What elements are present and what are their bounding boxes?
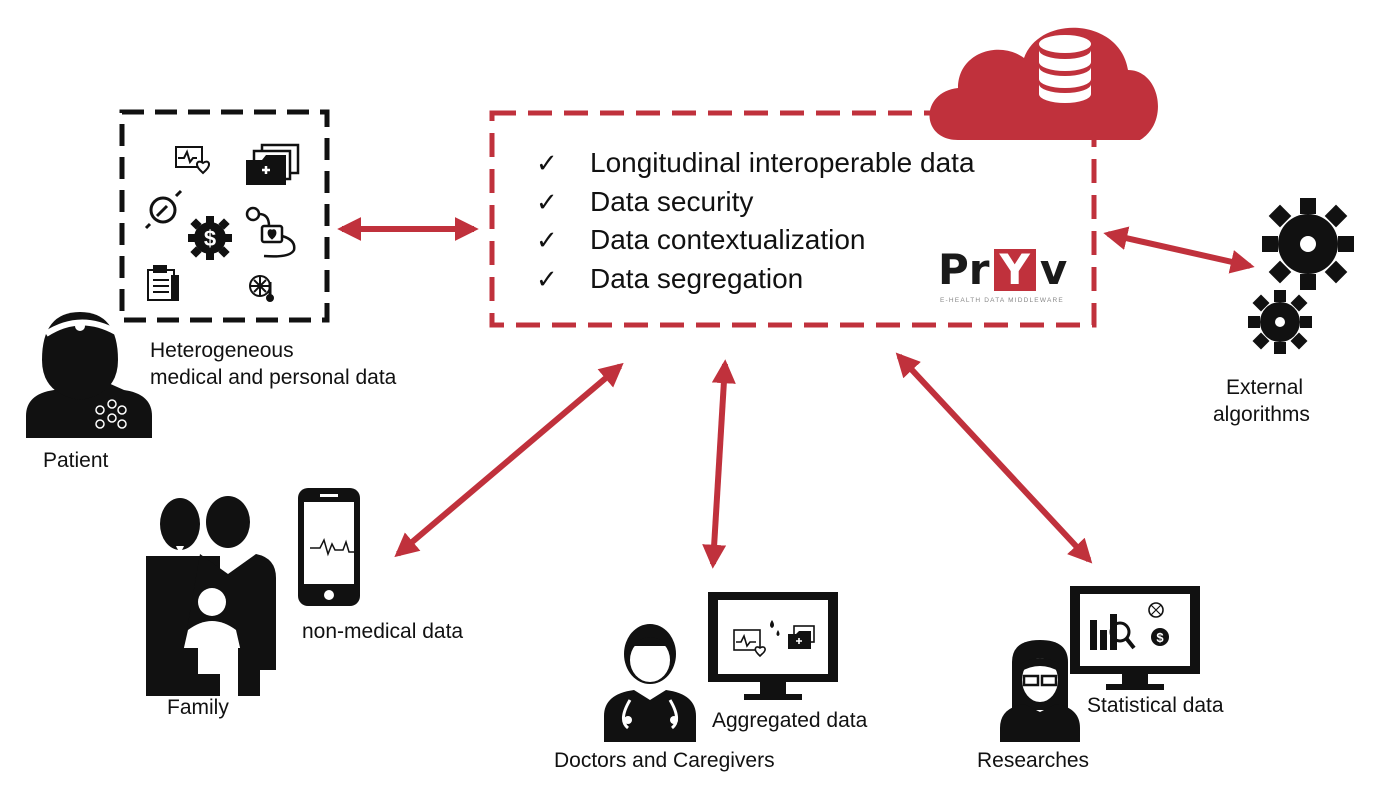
smartphone-icon (298, 488, 360, 606)
label-non-medical: non-medical data (302, 620, 464, 643)
check-icon: ✓ (536, 263, 558, 294)
cloud-database-icon (929, 27, 1158, 140)
label-external: External (1226, 376, 1304, 399)
data-sources-box (119, 109, 330, 323)
medical-folders-icon (246, 143, 300, 185)
arrow-platform-family (394, 362, 624, 558)
svg-text:$: $ (204, 226, 216, 251)
feature-item: ✓ Data segregation (536, 260, 975, 299)
gear-dollar-icon: $ (188, 216, 232, 260)
platform-box (489, 110, 1097, 328)
clipboard-icon (147, 265, 179, 301)
logo-accent: Y (993, 249, 1036, 291)
blood-pressure-icon (245, 206, 296, 258)
patient-icon (26, 312, 152, 438)
feature-label: Data segregation (590, 262, 804, 294)
doctor-icon (604, 624, 696, 742)
feature-label: Longitudinal interoperable data (590, 147, 975, 178)
researcher-icon (1000, 640, 1080, 742)
dna-thermometer-icon (249, 275, 274, 302)
label-aggregated: Aggregated data (712, 709, 868, 732)
label-doctors: Doctors and Caregivers (554, 749, 775, 772)
label-medical-personal: medical and personal data (150, 366, 397, 389)
weight-scale-icon (144, 189, 183, 230)
feature-label: Data security (590, 185, 754, 217)
feature-label: Data contextualization (590, 224, 866, 255)
feature-item: ✓ Data contextualization (536, 221, 975, 260)
aggregated-data-monitor-icon (708, 592, 838, 700)
feature-item: ✓ Data security (536, 183, 975, 222)
arrow-platform-doctors (702, 359, 736, 569)
label-researches: Researches (977, 749, 1090, 772)
logo-part: v (1039, 245, 1068, 294)
check-icon: ✓ (536, 148, 558, 178)
check-icon: ✓ (536, 186, 558, 217)
logo-part: Pr (938, 245, 990, 294)
check-icon: ✓ (536, 225, 558, 255)
family-icon (146, 496, 276, 696)
arrow-platform-algorithms (1103, 226, 1255, 274)
label-patient: Patient (43, 449, 109, 472)
label-algorithms: algorithms (1213, 403, 1310, 426)
label-statistical: Statistical data (1087, 694, 1224, 717)
arrow-platform-researchers (895, 352, 1093, 564)
label-family: Family (167, 696, 229, 719)
gears-icon (1248, 198, 1354, 354)
svg-text:$: $ (1156, 630, 1164, 645)
label-heterogeneous: Heterogeneous (150, 339, 294, 362)
heart-monitor-icon (175, 146, 210, 175)
logo-tagline: E-HEALTH DATA MIDDLEWARE (940, 297, 1064, 304)
feature-checklist: ✓ Longitudinal interoperable data ✓ Data s… (536, 144, 975, 298)
feature-item: ✓ Longitudinal interoperable data (536, 144, 975, 183)
statistical-data-monitor-icon: $ (1070, 586, 1200, 690)
